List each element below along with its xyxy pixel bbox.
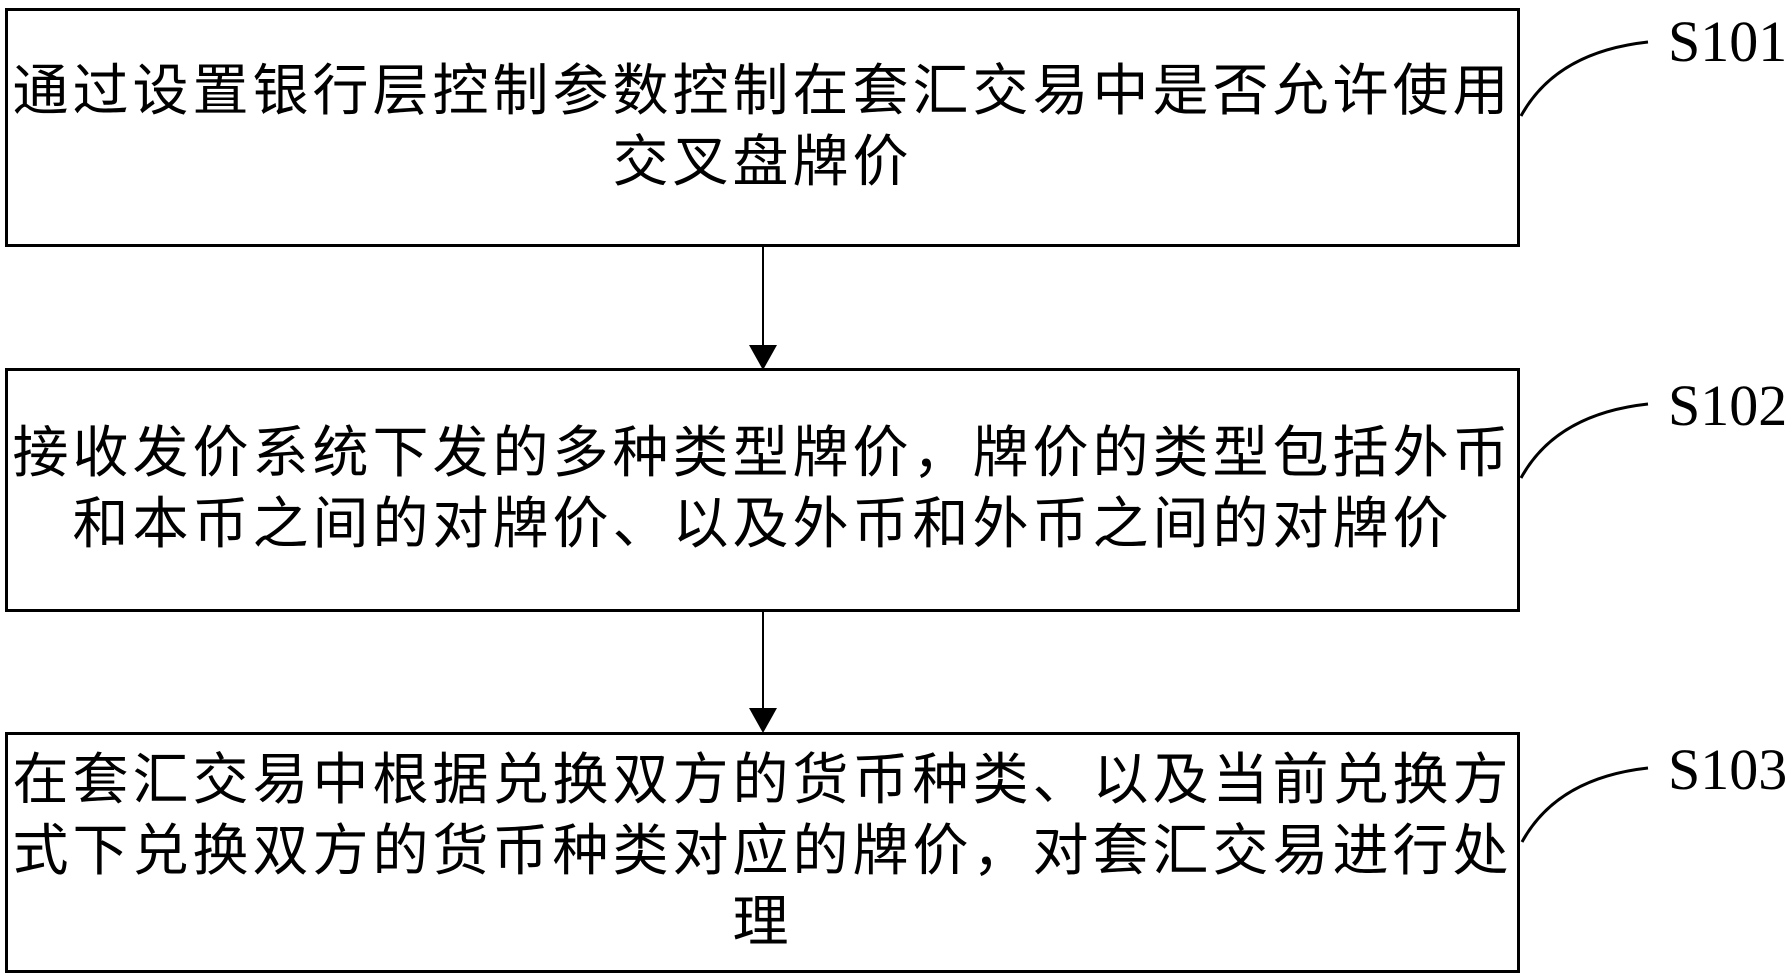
- flow-step-box-s102: 接收发价系统下发的多种类型牌价，牌价的类型包括外币 和本币之间的对牌价、以及外币…: [5, 368, 1520, 612]
- arrow-shaft: [762, 612, 764, 710]
- leader-line-s101: [1519, 40, 1649, 117]
- arrow-down-icon: [749, 708, 777, 733]
- arrow-down-icon: [749, 345, 777, 370]
- step-label-s102: S102: [1668, 373, 1788, 438]
- step-s103-text-line-1: 在套汇交易中根据兑换双方的货币种类、以及当前兑换方: [12, 750, 1513, 812]
- step-s103-text-line-2: 式下兑换双方的货币种类对应的牌价，对套汇交易进行处: [12, 821, 1513, 883]
- arrow-shaft: [762, 247, 764, 347]
- step-label-s101: S101: [1668, 9, 1788, 74]
- flow-step-box-s103: 在套汇交易中根据兑换双方的货币种类、以及当前兑换方 式下兑换双方的货币种类对应的…: [5, 732, 1520, 973]
- step-s103-text-line-3: 理: [732, 892, 793, 954]
- step-label-s103: S103: [1668, 737, 1788, 802]
- flow-arrow-1: [749, 247, 777, 370]
- step-s102-text-line-2: 和本币之间的对牌价、以及外币和外币之间的对牌价: [72, 494, 1453, 556]
- leader-line-s103: [1520, 766, 1649, 843]
- step-s101-text-line-2: 交叉盘牌价: [612, 131, 913, 194]
- flow-step-box-s101: 通过设置银行层控制参数控制在套汇交易中是否允许使用 交叉盘牌价: [5, 8, 1520, 247]
- leader-line-s102: [1519, 402, 1649, 479]
- step-s101-text-line-1: 通过设置银行层控制参数控制在套汇交易中是否允许使用: [12, 60, 1513, 123]
- flow-arrow-2: [749, 612, 777, 733]
- step-s102-text-line-1: 接收发价系统下发的多种类型牌价，牌价的类型包括外币: [12, 423, 1513, 485]
